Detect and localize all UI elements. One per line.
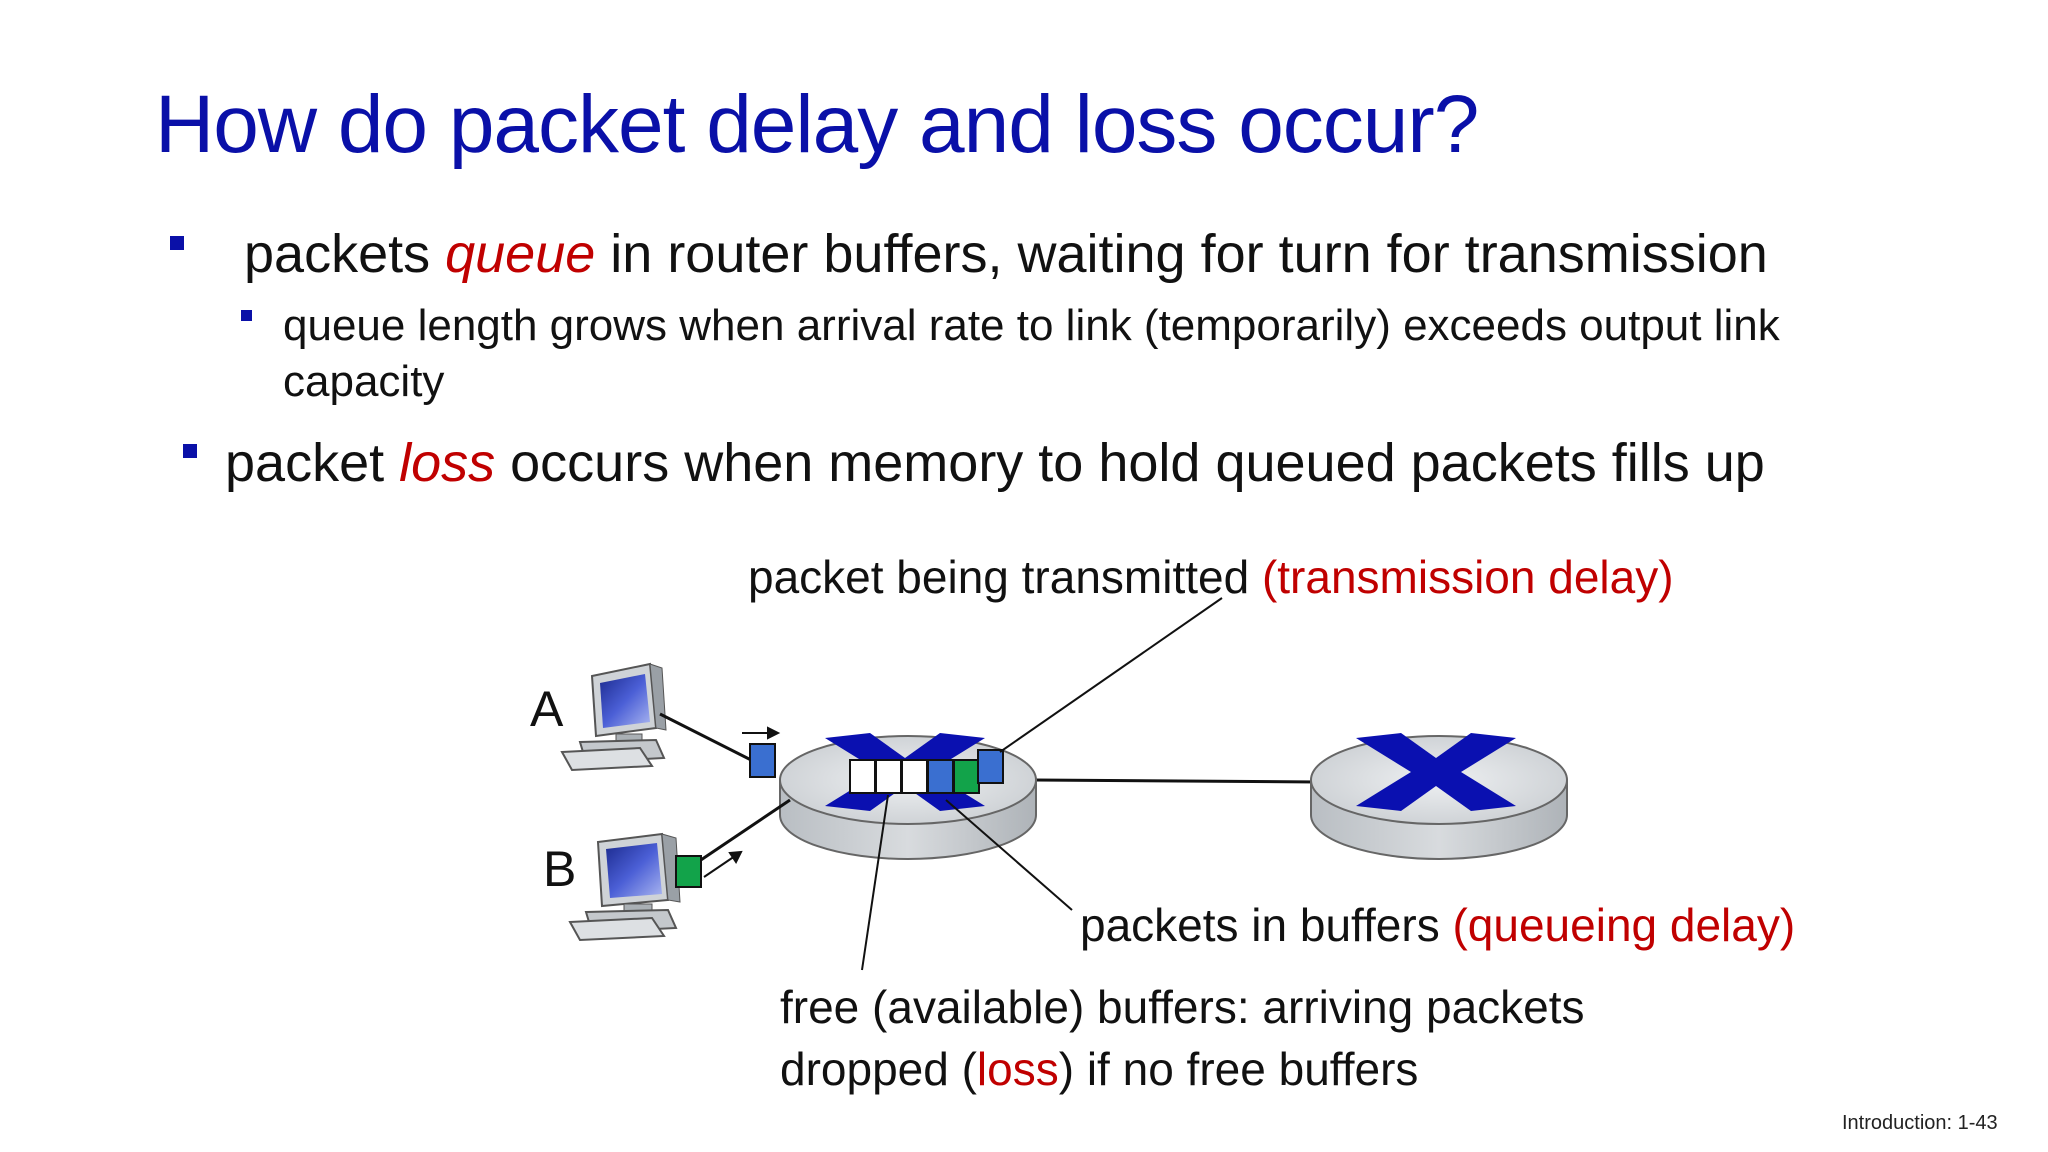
bullet-queue: packets queue in router buffers, waiting… xyxy=(244,223,1768,285)
bullet-marker xyxy=(170,236,184,250)
slide-number: Introduction: 1-43 xyxy=(1842,1112,1998,1134)
queueing-delay-label: packets in buffers (queueing delay) xyxy=(1080,898,1795,952)
bullet-text: in router buffers, waiting for turn for … xyxy=(595,224,1768,284)
packet-icon xyxy=(749,743,776,778)
bullet-emphasis: queue xyxy=(445,224,596,284)
computer-icon xyxy=(568,832,681,942)
label-delay: (queueing delay) xyxy=(1452,899,1796,951)
label-delay: (transmission delay) xyxy=(1261,551,1674,603)
free-buffers-label: free (available) buffers: arriving packe… xyxy=(780,976,1585,1100)
label-text: packets in buffers xyxy=(1080,899,1453,951)
packet-icon xyxy=(927,759,954,794)
arrow-icon xyxy=(703,850,743,878)
bullet-text: occurs when memory to hold queued packet… xyxy=(495,433,1765,493)
arrow-icon xyxy=(742,726,781,740)
label-loss: loss xyxy=(976,1043,1059,1095)
label-text: packet being transmitted xyxy=(748,551,1262,603)
router-icon xyxy=(1310,733,1568,860)
slide-title: How do packet delay and loss occur? xyxy=(155,79,1479,170)
sub-bullet-line: queue length grows when arrival rate to … xyxy=(283,301,1780,350)
bullet-text: packet xyxy=(225,433,400,493)
callout-line xyxy=(945,799,1073,911)
free-buffer xyxy=(875,759,902,794)
bullet-marker xyxy=(183,444,197,458)
transmission-delay-label: packet being transmitted (transmission d… xyxy=(748,550,1674,604)
packet-icon xyxy=(953,759,980,794)
free-buffer xyxy=(901,759,928,794)
bullet-loss: packet loss occurs when memory to hold q… xyxy=(225,432,1765,494)
callout-line xyxy=(999,597,1223,753)
free-buffer xyxy=(849,759,876,794)
sub-bullet-marker xyxy=(241,310,252,321)
label-text: dropped ( xyxy=(780,1043,977,1095)
bullet-emphasis: loss xyxy=(399,433,496,493)
bullet-text: packets xyxy=(244,224,446,284)
sub-bullet-queue-length: queue length grows when arrival rate to … xyxy=(283,298,1780,410)
label-line: free (available) buffers: arriving packe… xyxy=(780,981,1585,1033)
label-text: ) if no free buffers xyxy=(1058,1043,1419,1095)
computer-icon xyxy=(560,662,667,772)
host-b-label: B xyxy=(543,841,577,897)
buffer-queue xyxy=(849,749,1004,794)
packet-icon xyxy=(977,749,1004,784)
callout-line xyxy=(861,794,889,971)
sub-bullet-line: capacity xyxy=(283,357,445,406)
link-line xyxy=(1034,778,1319,784)
packet-icon xyxy=(675,855,702,888)
host-a-label: A xyxy=(530,681,564,737)
